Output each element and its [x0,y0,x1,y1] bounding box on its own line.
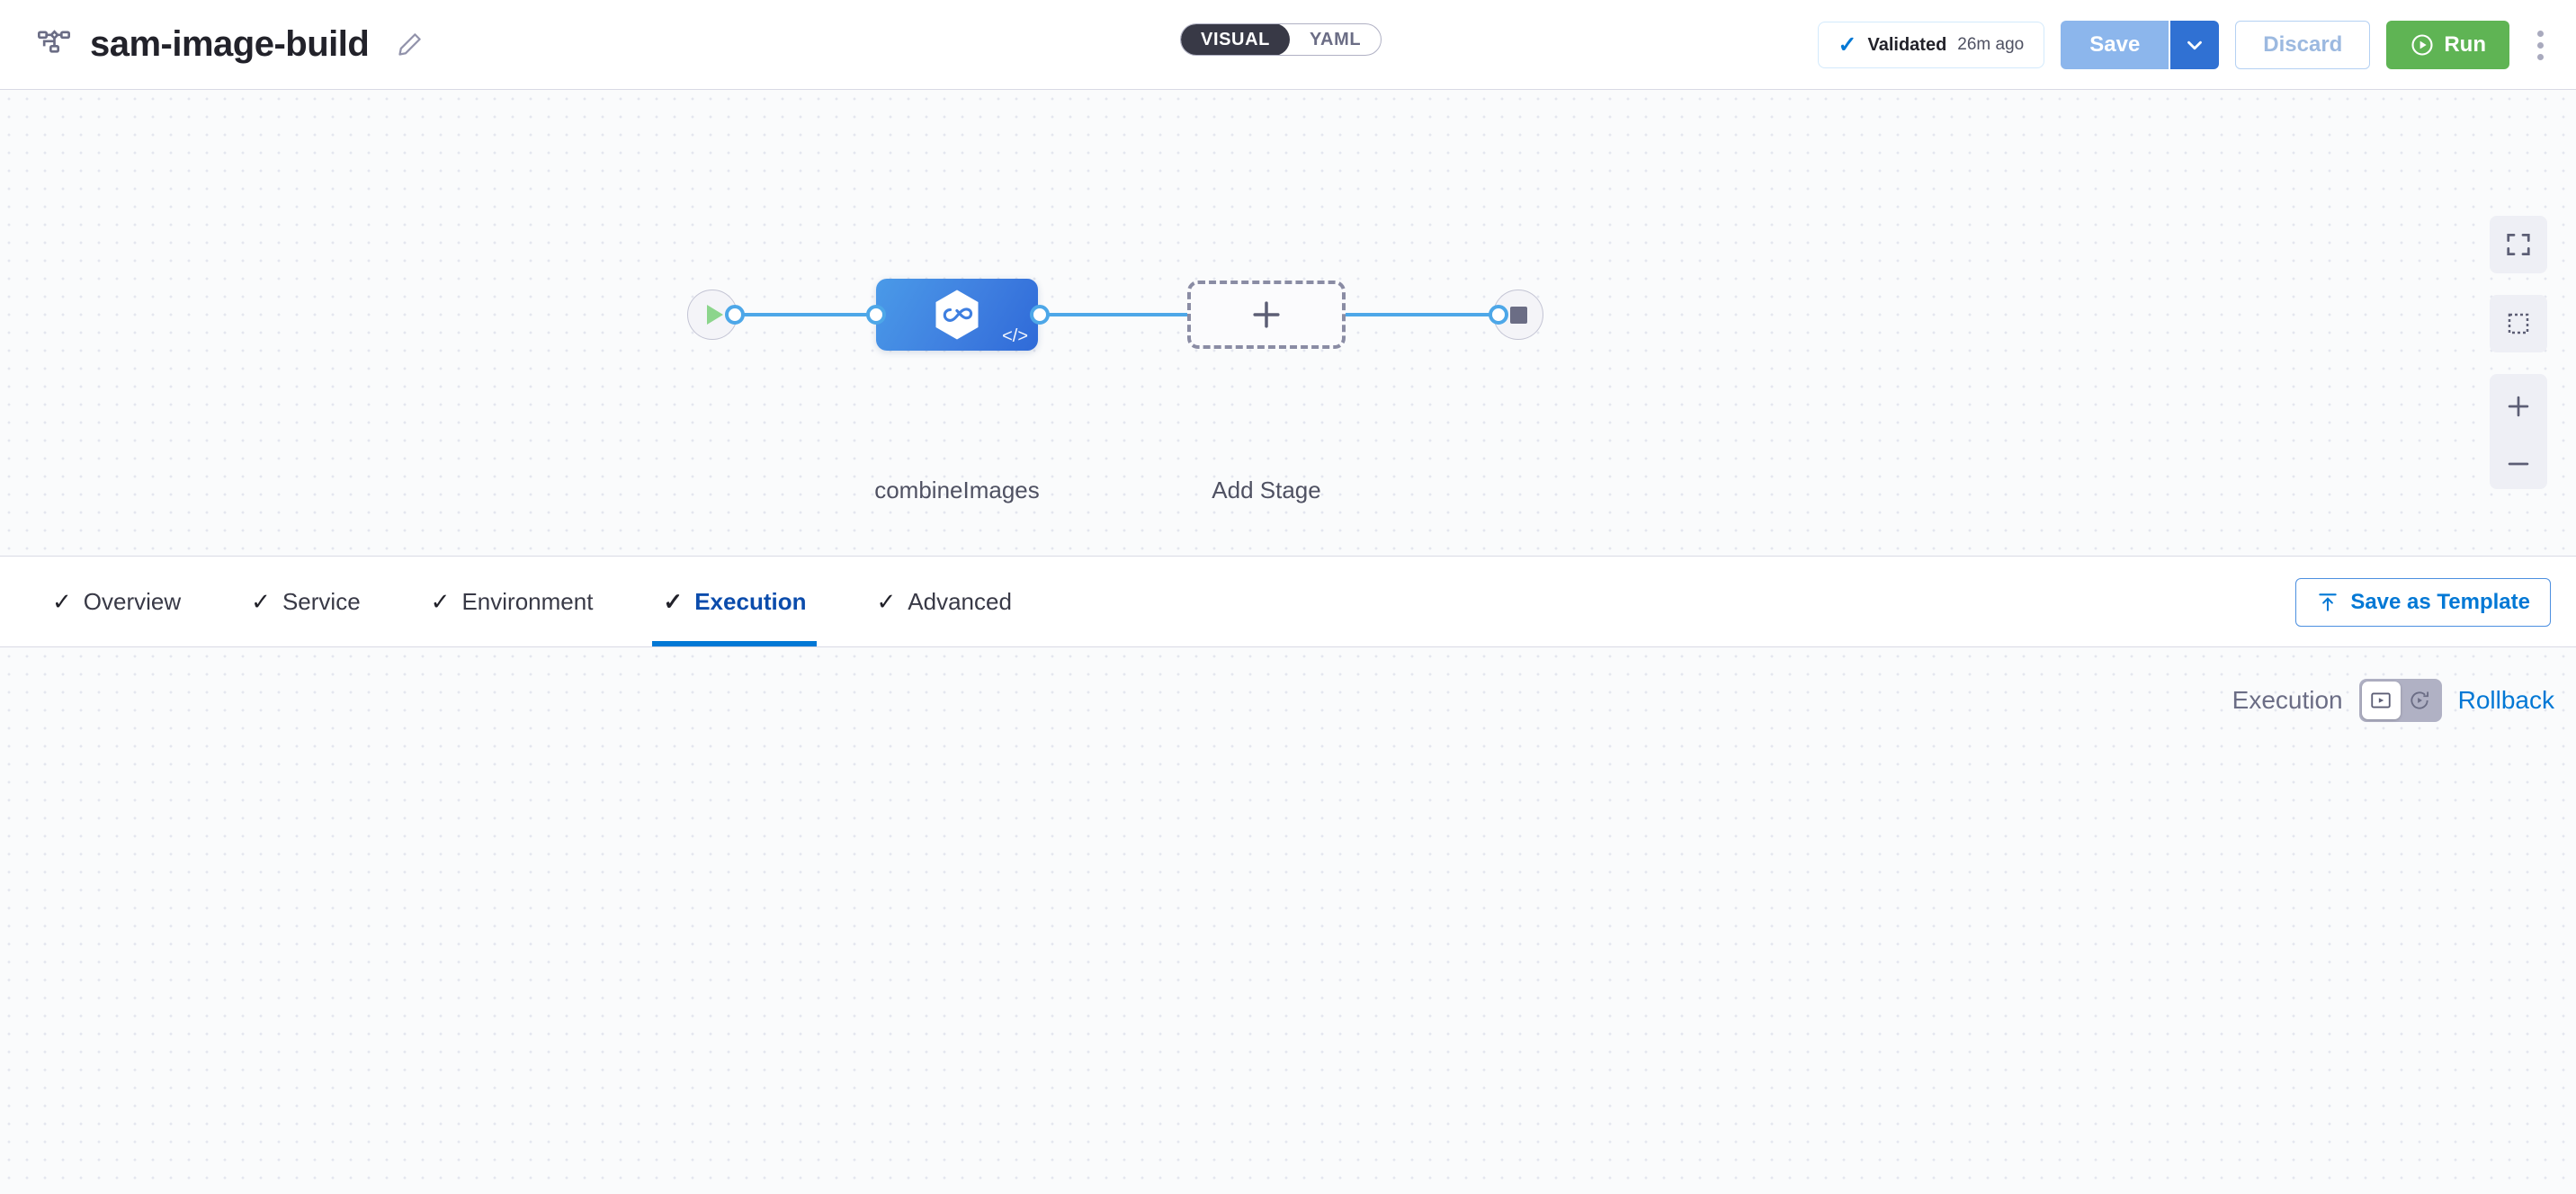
execution-steps-canvas[interactable]: Execution Rollback k8s-st [0,647,2576,1194]
run-button[interactable]: Run [2386,21,2509,69]
tab-label: Execution [694,587,807,615]
stage-code-badge: </> [1002,326,1028,346]
save-button[interactable]: Save [2061,21,2169,69]
stage-input-port[interactable] [866,305,886,325]
check-icon: ✓ [430,587,451,615]
mode-switch[interactable] [2358,679,2442,722]
tab-service[interactable]: ✓ Service [240,557,371,646]
check-icon: ✓ [876,587,897,615]
save-split-button[interactable]: Save [2061,21,2220,69]
view-mode-toggle[interactable]: VISUAL YAML [1180,23,1382,56]
link-addstage-to-end [1346,313,1504,316]
save-as-template-label: Save as Template [2350,590,2530,614]
stage-config-tab-bar: ✓ Overview ✓ Service ✓ Environment ✓ Exe… [0,556,2576,647]
check-icon: ✓ [1838,31,1857,58]
execution-window-icon [2361,682,2401,719]
tab-advanced[interactable]: ✓ Advanced [865,557,1022,646]
add-stage-label: Add Stage [1212,477,1321,503]
check-icon: ✓ [251,587,271,615]
kebab-menu-icon[interactable] [2526,21,2554,69]
execution-mode-label: Execution [2232,686,2343,714]
start-node-port[interactable] [725,305,745,325]
stage-node-combineimages[interactable]: </> [876,279,1038,351]
stage-canvas[interactable]: </> combineImages Add Stage [0,90,2576,556]
tab-execution[interactable]: ✓ Execution [652,557,818,646]
play-icon [706,305,723,325]
stage-output-port[interactable] [1030,305,1050,325]
rollback-link[interactable]: Rollback [2457,686,2554,714]
tab-environment[interactable]: ✓ Environment [420,557,604,646]
tab-label: Environment [461,587,594,615]
run-label: Run [2444,32,2486,57]
execution-rollback-toggle[interactable]: Execution Rollback [2232,679,2554,722]
rollback-circle-icon [2401,689,2439,712]
tab-label: Advanced [908,587,1012,615]
validated-timestamp: 26m ago [1957,35,2025,54]
check-icon: ✓ [663,587,684,615]
status-badge-validated: ✓ Validated 26m ago [1817,22,2045,68]
page-title: sam-image-build [90,24,370,64]
tab-label: Overview [83,587,182,615]
validated-label: Validated [1867,34,1947,55]
link-start-to-stage [739,313,876,316]
pencil-icon[interactable] [394,30,425,60]
app-header: sam-image-build VISUAL YAML ✓ Validated … [0,0,2576,90]
template-upload-icon [2316,591,2339,614]
tab-list: ✓ Overview ✓ Service ✓ Environment ✓ Exe… [0,557,1023,646]
check-icon: ✓ [52,587,72,615]
link-stage-to-addstage [1045,313,1187,316]
tab-label: Service [282,587,361,615]
tab-visual[interactable]: VISUAL [1181,24,1290,55]
pipeline-flow-icon [36,27,72,63]
header-left-group: sam-image-build [0,24,425,65]
header-actions: ✓ Validated 26m ago Save Discard Run [1817,0,2554,90]
chevron-down-icon[interactable] [2169,21,2220,69]
discard-button[interactable]: Discard [2235,21,2371,69]
save-as-template-button[interactable]: Save as Template [2295,578,2551,627]
play-circle-icon [2410,32,2435,58]
tab-yaml[interactable]: YAML [1309,29,1362,49]
stop-icon [1509,306,1527,324]
stage-label-combineimages: combineImages [874,477,1040,503]
zoom-in-icon [2508,396,2529,417]
marquee-select-icon[interactable] [2490,295,2547,352]
fullscreen-icon[interactable] [2490,216,2547,273]
tab-overview[interactable]: ✓ Overview [41,557,192,646]
add-stage-button[interactable] [1187,281,1346,349]
canvas-zoom-controls[interactable] [2490,216,2547,489]
plus-minus-icon[interactable] [2490,374,2547,489]
zoom-out-icon [2508,462,2529,466]
end-node-port[interactable] [1489,305,1508,325]
harness-infinity-icon [933,289,981,341]
